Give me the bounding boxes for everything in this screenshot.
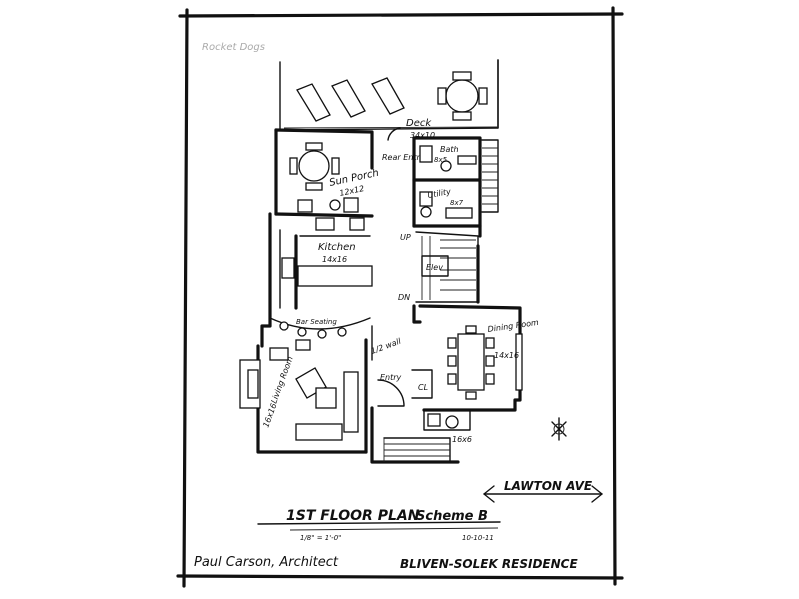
title-underline bbox=[257, 521, 501, 525]
bath-name: Bath bbox=[440, 145, 459, 154]
living-name: Living Room bbox=[269, 355, 294, 405]
sheet-border bbox=[176, 6, 624, 588]
sun-porch-furniture bbox=[289, 142, 359, 213]
dining-furniture bbox=[447, 325, 523, 400]
corner-note: Rocket Dogs bbox=[202, 42, 265, 53]
bottom-room-fixtures bbox=[423, 409, 471, 431]
bar-seating-label: Bar Seating bbox=[296, 318, 337, 326]
front-steps bbox=[383, 437, 451, 463]
street-label: LAWTON AVE bbox=[504, 479, 593, 493]
dining-size: 14x16 bbox=[494, 351, 519, 360]
living-furniture bbox=[239, 339, 359, 441]
utility-fixtures bbox=[419, 191, 473, 219]
rear-entry-door bbox=[387, 127, 401, 141]
kitchen-name: Kitchen bbox=[318, 242, 356, 253]
stair-down-label: DN bbox=[398, 293, 410, 302]
half-wall-label: 1/2 wall bbox=[370, 336, 403, 355]
elevator-name: Elev bbox=[426, 263, 443, 272]
deck-size: 34x10 bbox=[410, 131, 435, 140]
living-size: 16x16 bbox=[261, 402, 278, 429]
deck-stair bbox=[481, 139, 499, 213]
entry-door bbox=[377, 379, 405, 407]
deck-area bbox=[279, 59, 499, 131]
bottom-room-size: 16x6 bbox=[452, 435, 472, 444]
plan-scale: 1/8" = 1'-0" bbox=[300, 534, 341, 542]
closet-outline bbox=[411, 369, 433, 399]
residence-name: BLIVEN-SOLEK RESIDENCE bbox=[400, 557, 578, 571]
bath-size: 8x5 bbox=[434, 156, 448, 164]
kitchen-furniture bbox=[269, 217, 373, 339]
utility-name: Utility bbox=[427, 187, 452, 200]
rear-entry-name: Rear Entry bbox=[382, 153, 425, 162]
utility-size: 8x7 bbox=[450, 199, 464, 207]
deck-name: Deck bbox=[406, 118, 432, 129]
interior-stair bbox=[415, 231, 479, 303]
kitchen-size: 14x16 bbox=[322, 255, 347, 264]
plan-title: 1ST FLOOR PLAN bbox=[286, 508, 420, 524]
plan-scheme: Scheme B bbox=[416, 509, 488, 524]
architect-name: Paul Carson, Architect bbox=[194, 555, 339, 570]
entry-name: Entry bbox=[380, 373, 402, 382]
plan-date: 10-10-11 bbox=[462, 534, 494, 542]
north-arrow-icon bbox=[551, 417, 567, 441]
closet-label: CL bbox=[418, 383, 428, 392]
dining-name: Dining Room bbox=[487, 318, 539, 334]
street-arrow-icon bbox=[483, 485, 603, 503]
bath-fixtures bbox=[419, 145, 477, 172]
exterior-walls bbox=[256, 128, 522, 464]
stair-up-label: UP bbox=[400, 233, 411, 242]
